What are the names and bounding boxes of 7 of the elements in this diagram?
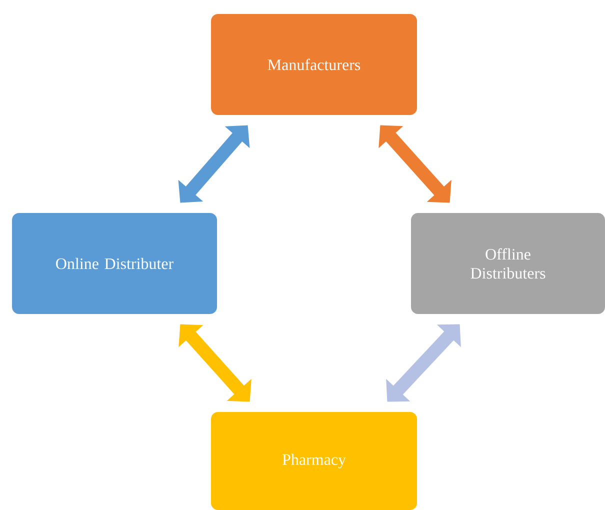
process-box: Pharmacy [211,412,417,510]
double-arrow [178,324,252,402]
process-box: Online Distributer [12,212,217,314]
process-box: Manufacturers [211,14,417,115]
process-box: Offline Distributers [411,212,605,314]
double-arrow [386,324,461,402]
double-arrow [378,125,452,203]
